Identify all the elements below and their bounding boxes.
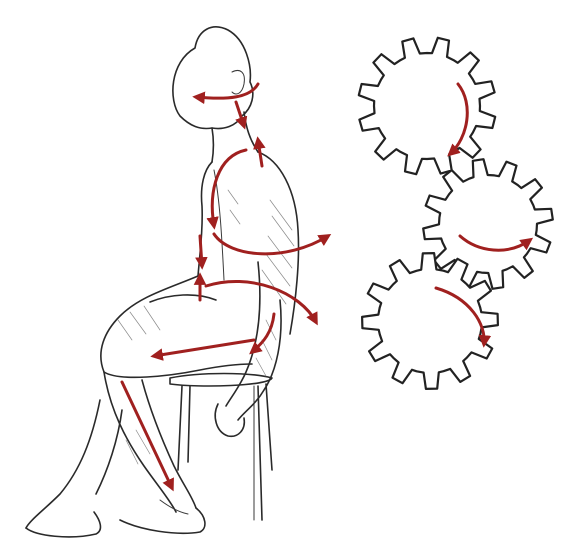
arrow-chest-rotation-right bbox=[214, 234, 328, 254]
arrow-thigh-forward bbox=[154, 340, 254, 356]
torso bbox=[198, 152, 299, 334]
arrow-upper-back-up bbox=[258, 140, 262, 166]
seated-figure bbox=[26, 27, 299, 537]
gears bbox=[359, 38, 553, 389]
gear-top bbox=[359, 38, 495, 174]
arrow-pelvis-rotation bbox=[206, 281, 316, 322]
arrow-lower-back-down bbox=[200, 236, 202, 266]
gear-middle bbox=[423, 159, 553, 289]
stool bbox=[170, 374, 272, 521]
arrow-head-turn bbox=[196, 84, 258, 98]
legs bbox=[26, 276, 252, 537]
